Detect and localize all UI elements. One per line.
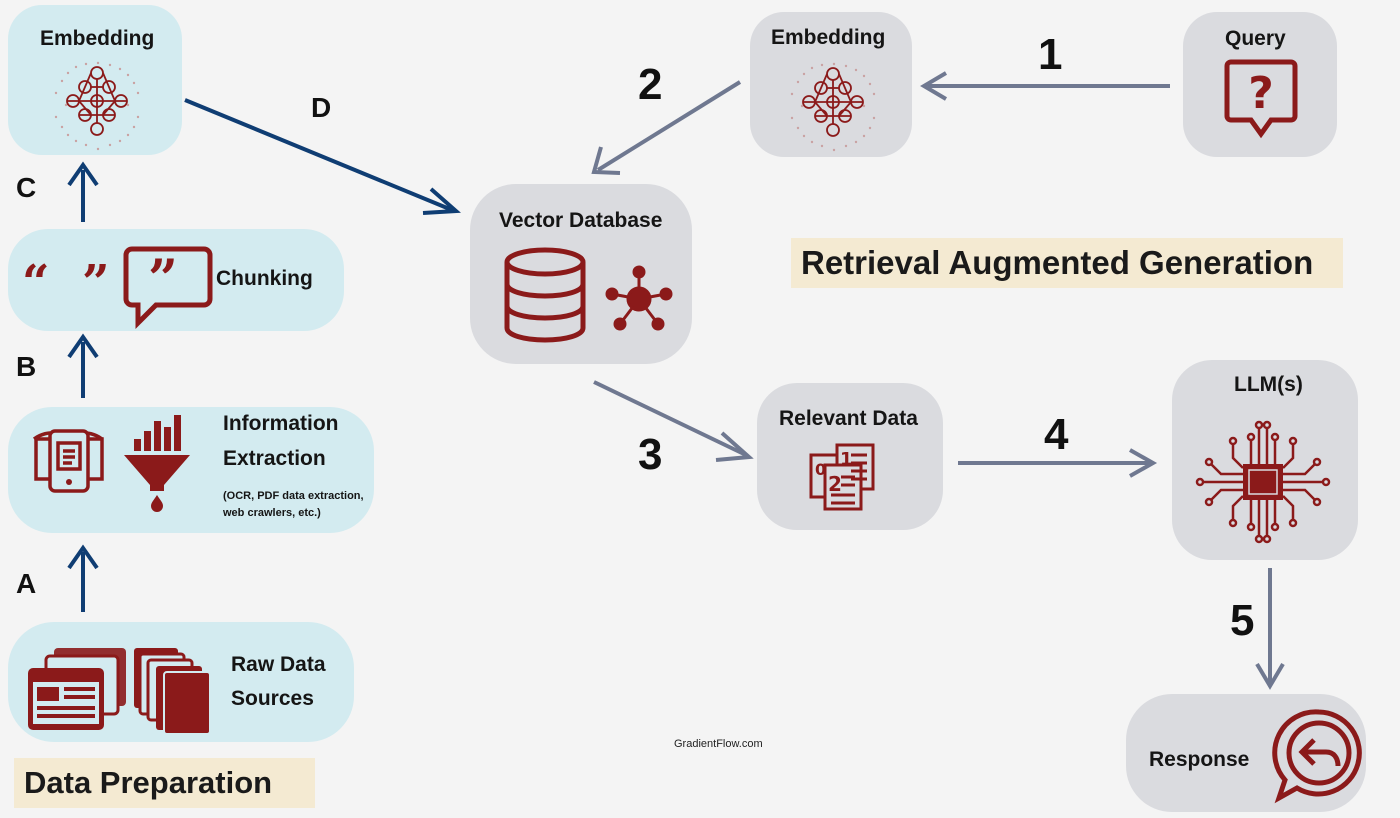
- neural-net-icon: [790, 62, 876, 152]
- chunking-label: Chunking: [216, 267, 313, 290]
- data-preparation-title: Data Preparation: [14, 758, 315, 808]
- chunking-node: “ ” ” Chunking: [8, 229, 344, 331]
- information-extraction-label-line2: Extraction: [223, 447, 326, 470]
- documents-icon: [28, 648, 211, 735]
- svg-text:2: 2: [828, 472, 842, 496]
- graph-network-icon: [605, 265, 673, 331]
- relevant-data-node: Relevant Data 0 1 2: [757, 383, 943, 530]
- step-label-5: 5: [1230, 596, 1255, 645]
- vector-database-label: Vector Database: [499, 209, 663, 232]
- arrow-b: [67, 333, 99, 398]
- information-extraction-note-line2: web crawlers, etc.): [223, 507, 321, 519]
- arrow-a: [67, 544, 99, 612]
- arrow-3: [593, 380, 754, 462]
- arrow-4: [958, 448, 1158, 478]
- svg-text:”: ”: [148, 249, 178, 310]
- funnel-icon: [124, 415, 190, 512]
- quote-chat-icon: “ ” ”: [22, 246, 213, 330]
- rag-title: Retrieval Augmented Generation: [791, 238, 1343, 288]
- svg-text:”: ”: [82, 255, 110, 311]
- information-extraction-note-line1: (OCR, PDF data extraction,: [223, 490, 364, 502]
- llm-node: LLM(s): [1172, 360, 1358, 560]
- neural-net-icon: [54, 61, 140, 151]
- information-extraction-label-line1: Information: [223, 412, 339, 435]
- step-label-2: 2: [638, 60, 663, 109]
- step-label-c: C: [16, 172, 37, 203]
- svg-text:“: “: [22, 255, 50, 311]
- arrow-1: [920, 71, 1170, 101]
- chip-icon: [1195, 420, 1331, 544]
- svg-text:0: 0: [815, 460, 826, 479]
- response-label: Response: [1149, 748, 1250, 771]
- rag-embedding-label: Embedding: [771, 26, 886, 49]
- arrow-2: [591, 80, 742, 175]
- numbered-docs-icon: 0 1 2: [809, 443, 875, 511]
- step-label-a: A: [16, 568, 37, 599]
- query-node: Query ?: [1183, 12, 1337, 157]
- step-label-b: B: [16, 351, 37, 382]
- document-scanner-icon: [32, 429, 104, 493]
- step-label-4: 4: [1044, 410, 1069, 459]
- svg-text:?: ?: [1248, 68, 1274, 119]
- relevant-data-label: Relevant Data: [779, 407, 918, 430]
- svg-text:1: 1: [840, 449, 853, 470]
- arrow-5: [1255, 568, 1285, 690]
- raw-data-label-line1: Raw Data: [231, 653, 326, 676]
- query-label: Query: [1225, 27, 1286, 50]
- database-icon: [504, 247, 586, 343]
- reply-bubble-icon: [1272, 709, 1362, 804]
- prep-embedding-node: Embedding: [8, 5, 182, 155]
- raw-data-sources-node: Raw Data Sources: [8, 622, 354, 742]
- rag-embedding-node: Embedding: [750, 12, 912, 157]
- response-node: Response: [1126, 694, 1366, 812]
- raw-data-label-line2: Sources: [231, 687, 314, 710]
- step-label-3: 3: [638, 430, 663, 479]
- prep-embedding-label: Embedding: [40, 27, 155, 50]
- llm-label: LLM(s): [1234, 373, 1303, 396]
- arrow-d: [184, 98, 461, 215]
- information-extraction-node: Information Extraction (OCR, PDF data ex…: [8, 407, 374, 533]
- credit-label: GradientFlow.com: [674, 738, 763, 750]
- question-bubble-icon: ?: [1224, 59, 1298, 139]
- step-label-d: D: [311, 92, 332, 123]
- vector-database-node: Vector Database: [470, 184, 692, 364]
- arrow-c: [67, 161, 99, 222]
- step-label-1: 1: [1038, 30, 1063, 79]
